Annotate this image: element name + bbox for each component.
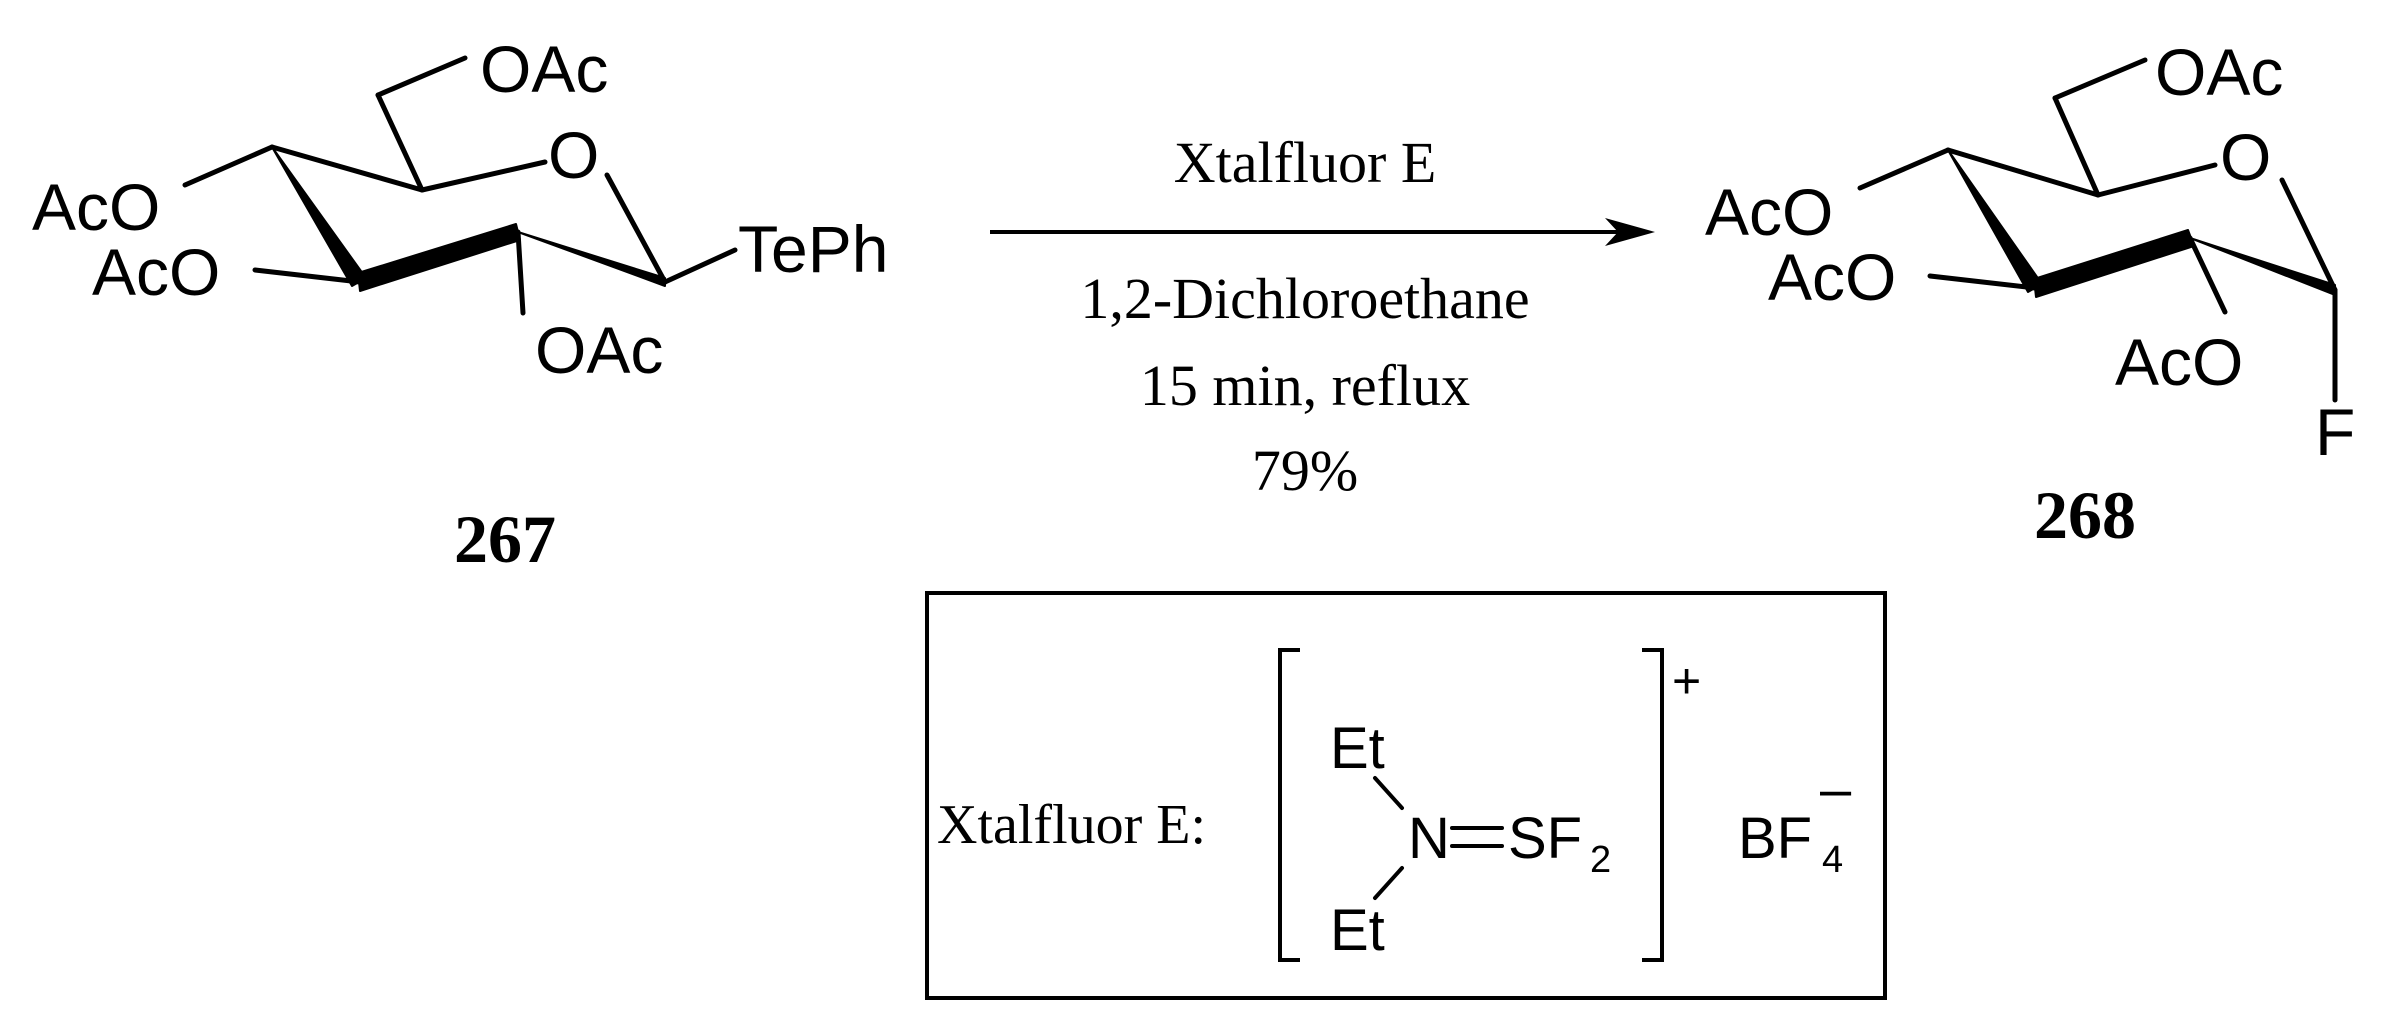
et-bottom: Et xyxy=(1330,898,1385,963)
reactant-tephenyl: TePh xyxy=(738,212,888,286)
bond-c3-o3 xyxy=(252,267,363,285)
bond-c4-o4 xyxy=(1857,147,1951,191)
reaction-arrow xyxy=(990,218,1655,246)
sf-subscript: 2 xyxy=(1590,839,1611,881)
bond-c5-o5 xyxy=(2095,162,2218,198)
reactant-aco-c4: AcO xyxy=(32,170,160,244)
bond-c1-te xyxy=(662,247,738,285)
reactant-aco-c3: AcO xyxy=(92,235,220,309)
nitrogen: N xyxy=(1408,806,1450,871)
arrow-head xyxy=(1605,218,1655,246)
bond-c2-o2 xyxy=(515,229,526,316)
bond-c5-c6 xyxy=(2052,95,2101,198)
bond-et-top-n xyxy=(1373,776,1404,810)
counter-ion-subscript: 4 xyxy=(1822,839,1843,881)
product-aco-c4: AcO xyxy=(1705,175,1833,249)
bond-o5-c1 xyxy=(2279,177,2338,293)
condition-solvent: 1,2-Dichloroethane xyxy=(1080,266,1529,331)
reaction-conditions: Xtalfluor E 1,2-Dichloroethane 15 min, r… xyxy=(1080,130,1529,503)
wedge-c4-c3 xyxy=(1947,149,2043,293)
et-top: Et xyxy=(1330,716,1385,781)
right-bracket xyxy=(1642,648,1664,962)
bond-c4-c5 xyxy=(269,144,425,193)
product-aco-c3: AcO xyxy=(1768,240,1896,314)
reactant-structure xyxy=(182,55,738,316)
product-compound-number: 268 xyxy=(2034,477,2136,553)
left-bracket xyxy=(1278,648,1300,962)
bond-c6-o6 xyxy=(2052,57,2148,101)
bond-o5-c1 xyxy=(604,172,668,285)
bond-c4-o4 xyxy=(182,144,275,188)
reagent-box: Xtalfluor E: Et N SF 2 Et + BF 4 – xyxy=(925,591,1887,1000)
product-structure xyxy=(1857,57,2338,403)
product-labels: OAc O AcO AcO AcO F xyxy=(1705,35,2355,469)
reactant-ring-o: O xyxy=(548,118,599,192)
reactant-oac-c6: OAc xyxy=(480,32,608,106)
bond-c4-c5 xyxy=(1945,147,2101,198)
bond-c5-c6 xyxy=(375,92,425,193)
sf-group: SF xyxy=(1508,806,1582,871)
condition-time-temp: 15 min, reflux xyxy=(1140,353,1470,418)
xtalfluor-labels: Et N SF 2 Et + BF 4 – xyxy=(1330,653,1852,963)
reactant-wedge-bonds xyxy=(271,146,666,292)
wedge-c3-c2 xyxy=(357,223,521,292)
reactant-oac-c2: OAc xyxy=(535,313,663,387)
product-fluorine: F xyxy=(2315,395,2355,469)
product-oac-c6: OAc xyxy=(2155,35,2283,109)
wedge-c2-c1 xyxy=(2189,237,2336,296)
reagent-box-frame xyxy=(925,591,1887,1000)
wedge-c3-c2 xyxy=(2033,229,2195,298)
bond-c2-o2 xyxy=(2187,235,2228,315)
reagent-box-title: Xtalfluor E: xyxy=(937,794,1206,856)
reactant-compound-number: 267 xyxy=(454,501,556,577)
product-ring-o: O xyxy=(2220,120,2271,194)
condition-yield: 79% xyxy=(1252,438,1358,503)
condition-reagent: Xtalfluor E xyxy=(1174,130,1437,195)
bond-n-et-bottom xyxy=(1373,866,1404,900)
bond-c5-o5 xyxy=(419,159,548,193)
reactant-labels: OAc O AcO AcO TePh OAc xyxy=(32,32,888,387)
product-aco-c2: AcO xyxy=(2115,325,2243,399)
bond-c3-o3 xyxy=(1927,273,2038,291)
charge-plus: + xyxy=(1672,653,1701,709)
counter-ion: BF xyxy=(1738,806,1812,871)
product-wedge-bonds xyxy=(1947,149,2336,298)
charge-minus: – xyxy=(1820,757,1852,820)
bond-c6-o6 xyxy=(375,55,468,98)
xtalfluor-bonds xyxy=(1373,776,1504,900)
wedge-c2-c1 xyxy=(517,231,666,287)
